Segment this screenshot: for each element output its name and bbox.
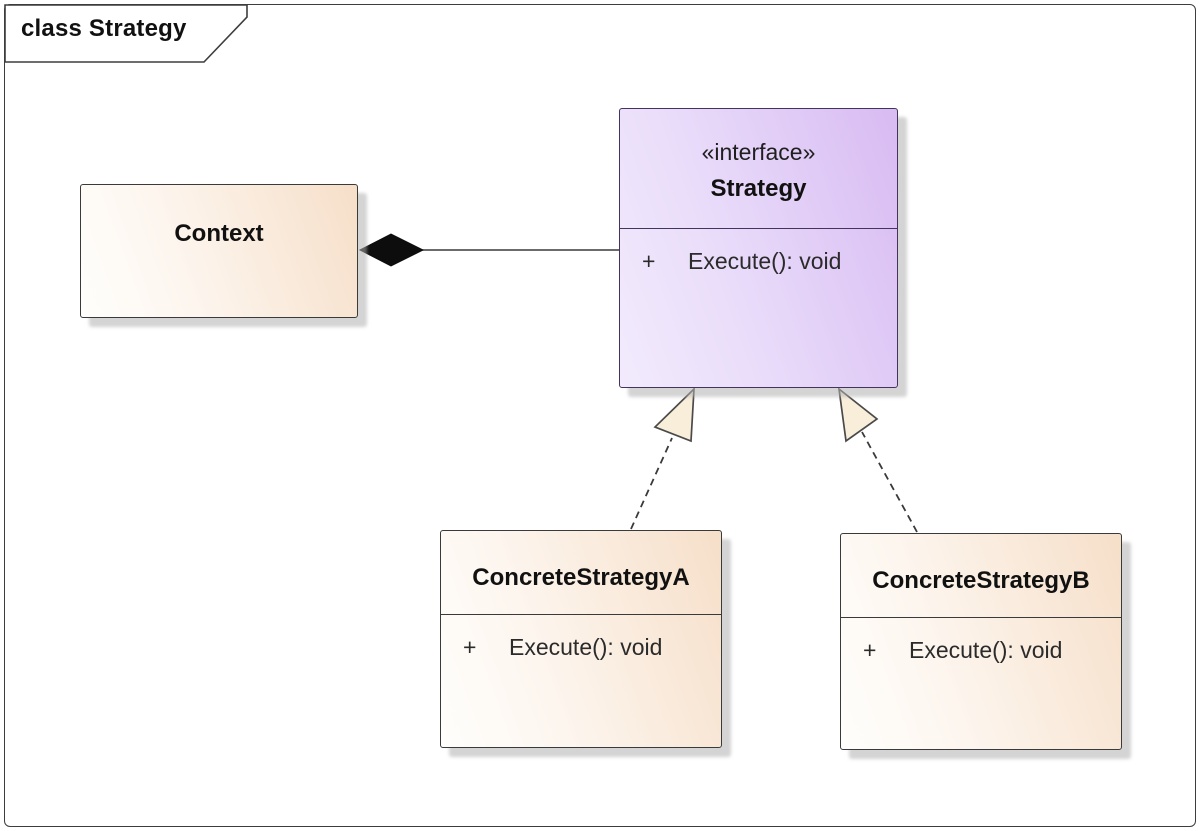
diagram-frame bbox=[4, 4, 1196, 827]
class-box-concrete-strategy-a: ConcreteStrategyA + Execute(): void bbox=[440, 530, 722, 748]
class-box-strategy: «interface» Strategy + Execute(): void bbox=[619, 108, 898, 388]
realization-triangle-a-icon bbox=[653, 386, 695, 443]
operations-compartment: + Execute(): void bbox=[441, 615, 721, 661]
operation-signature: Execute(): void bbox=[909, 637, 1063, 663]
class-name: ConcreteStrategyB bbox=[872, 567, 1090, 594]
class-header: «interface» Strategy bbox=[620, 109, 897, 229]
operations-compartment: + Execute(): void bbox=[620, 229, 897, 275]
class-name: Strategy bbox=[710, 175, 807, 202]
realization-line-b bbox=[861, 431, 918, 533]
operation-visibility: + bbox=[863, 637, 877, 663]
operation-row: + Execute(): void bbox=[841, 637, 1121, 664]
operation-visibility: + bbox=[642, 248, 656, 274]
class-box-context: Context bbox=[80, 184, 358, 318]
frame-tab-label: class Strategy bbox=[21, 15, 187, 42]
class-header: ConcreteStrategyA bbox=[441, 531, 721, 615]
operation-row: + Execute(): void bbox=[441, 634, 721, 661]
operation-signature: Execute(): void bbox=[688, 248, 842, 274]
operation-visibility: + bbox=[463, 634, 477, 660]
realization-triangle-b-icon bbox=[837, 387, 879, 443]
operation-signature: Execute(): void bbox=[509, 634, 663, 660]
realization-line-a bbox=[630, 437, 673, 530]
operation-row: + Execute(): void bbox=[620, 248, 897, 275]
class-header: Context bbox=[81, 185, 357, 248]
composition-diamond-icon bbox=[358, 233, 425, 267]
frame-tab bbox=[4, 4, 248, 63]
class-header: ConcreteStrategyB bbox=[841, 534, 1121, 618]
class-name: Context bbox=[174, 220, 264, 247]
operations-compartment: + Execute(): void bbox=[841, 618, 1121, 664]
class-box-concrete-strategy-b: ConcreteStrategyB + Execute(): void bbox=[840, 533, 1122, 750]
class-name: ConcreteStrategyA bbox=[472, 564, 690, 591]
class-stereotype: «interface» bbox=[701, 139, 816, 165]
